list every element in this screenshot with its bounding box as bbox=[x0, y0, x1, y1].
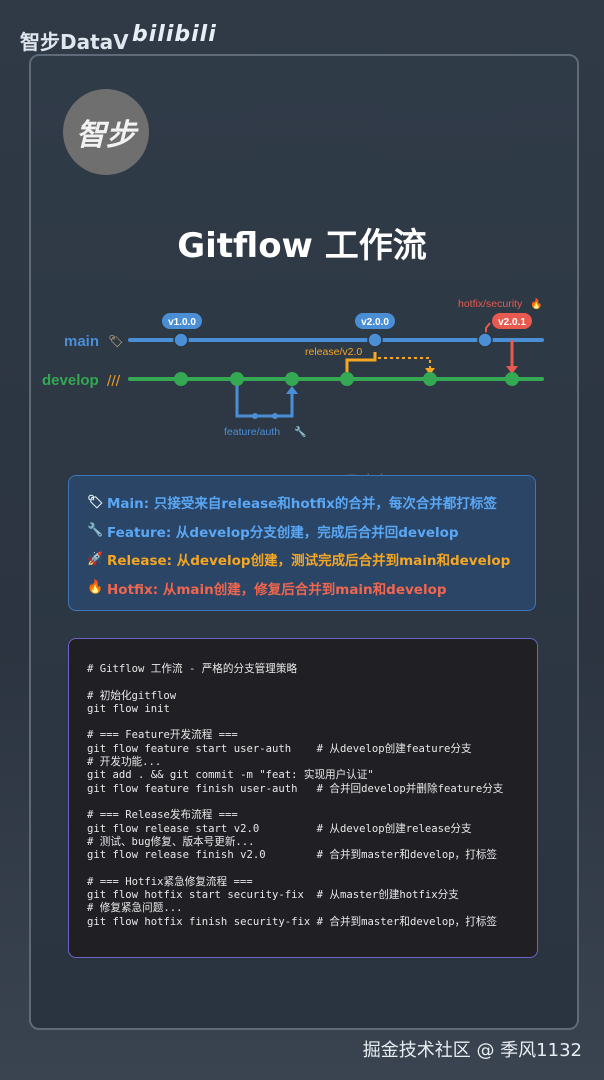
code-line: git flow feature finish user-auth # 合并回d… bbox=[87, 782, 504, 795]
code-line: git add . && git commit -m "feat: 实现用户认证… bbox=[87, 769, 374, 782]
main-commit bbox=[367, 332, 383, 348]
feature-dot bbox=[252, 413, 258, 419]
hotfix-arrow bbox=[506, 366, 518, 374]
feature-branch-path bbox=[235, 379, 294, 418]
fire-icon: 🔥 bbox=[87, 580, 104, 596]
code-line: # === Hotfix紧急修复流程 === bbox=[87, 875, 253, 888]
legend-panel: 🏷Main: 只接受来自release和hotfix的合并，每次合并都打标签🔧F… bbox=[68, 475, 536, 611]
main-commit bbox=[173, 332, 189, 348]
legend-text: Release: 从develop创建，测试完成后合并到main和develop bbox=[107, 553, 511, 570]
develop-commit bbox=[285, 372, 299, 386]
code-line: # Gitflow 工作流 - 严格的分支管理策略 bbox=[87, 663, 298, 675]
logo-badge: 智步 bbox=[63, 89, 149, 175]
release-label: release/v2.0 bbox=[305, 346, 362, 358]
code-line: # 修复紧急问题... bbox=[87, 902, 183, 915]
tag-icon: 🏷 bbox=[87, 494, 104, 510]
code-line bbox=[87, 862, 519, 875]
code-line: git flow init bbox=[87, 702, 170, 715]
develop-commit bbox=[230, 372, 244, 386]
feature-arrow bbox=[286, 386, 298, 394]
feature-label: feature/auth bbox=[224, 426, 280, 438]
develop-commit bbox=[505, 372, 519, 386]
main-label: main bbox=[64, 333, 99, 350]
develop-commit bbox=[423, 372, 437, 386]
main-tag-icon: 🏷 bbox=[108, 334, 123, 348]
logo-text: 智步 bbox=[76, 118, 136, 153]
code-line: git flow hotfix start security-fix # 从ma… bbox=[87, 889, 459, 902]
legend-item: 🔧Feature: 从develop分支创建，完成后合并回develop bbox=[87, 517, 517, 546]
develop-commit bbox=[174, 372, 188, 386]
fire-icon: 🔥 bbox=[530, 297, 542, 310]
tag-v100-bg bbox=[162, 313, 202, 329]
legend-text: Hotfix: 从main创建，修复后合并到main和develop bbox=[107, 581, 447, 598]
tag-v200-bg bbox=[355, 313, 395, 329]
code-line: # === Release发布流程 === bbox=[87, 809, 238, 822]
code-line: git flow release finish v2.0 # 合并到master… bbox=[87, 849, 498, 862]
release-merge-dashed bbox=[378, 357, 431, 370]
brand-header: 智步DataV bbox=[20, 30, 129, 54]
wrench-icon: 🔧 bbox=[294, 425, 306, 438]
develop-icon: /// bbox=[107, 374, 121, 389]
tag-v200: v2.0.0 bbox=[361, 317, 389, 328]
code-line bbox=[87, 676, 519, 689]
release-branch-path bbox=[345, 352, 377, 374]
tag-v201-bg bbox=[492, 313, 532, 329]
legend-item: 🏷Main: 只接受来自release和hotfix的合并，每次合并都打标签 bbox=[87, 488, 517, 517]
code-line: # 初始化gitflow bbox=[87, 689, 177, 702]
legend-text: Feature: 从develop分支创建，完成后合并回develop bbox=[107, 524, 459, 541]
release-arrow bbox=[425, 368, 435, 375]
gitflow-diagram: v1.0.0 v2.0.0 v2.0.1 main 🏷 develop /// … bbox=[42, 297, 544, 438]
legend-item: 🚀Release: 从develop创建，测试完成后合并到main和develo… bbox=[87, 545, 517, 574]
develop-label: develop bbox=[42, 372, 99, 389]
code-line bbox=[87, 796, 519, 809]
footer-credit: 掘金技术社区 @ 季风1132 bbox=[362, 1040, 582, 1061]
feature-dot bbox=[272, 413, 278, 419]
legend-item: 🔥Hotfix: 从main创建，修复后合并到main和develop bbox=[87, 574, 517, 603]
tag-v201: v2.0.1 bbox=[498, 317, 526, 328]
code-line: # 测试、bug修复、版本号更新... bbox=[87, 835, 255, 848]
code-line: git flow release start v2.0 # 从develop创建… bbox=[87, 822, 472, 835]
code-line bbox=[87, 716, 519, 729]
code-line: git flow feature start user-auth # 从deve… bbox=[87, 742, 472, 755]
code-line: git flow hotfix finish security-fix # 合并… bbox=[87, 915, 498, 928]
bilibili-logo: bilibili bbox=[132, 22, 217, 47]
code-line: # === Feature开发流程 === bbox=[87, 729, 238, 742]
main-commit bbox=[477, 332, 493, 348]
develop-commit bbox=[340, 372, 354, 386]
rocket-icon: 🚀 bbox=[87, 551, 104, 567]
wrench-icon: 🔧 bbox=[87, 523, 104, 539]
hotfix-label: hotfix/security bbox=[458, 298, 523, 310]
tag-v100: v1.0.0 bbox=[168, 317, 196, 328]
page-title: Gitflow 工作流 bbox=[177, 226, 427, 266]
legend-text: Main: 只接受来自release和hotfix的合并，每次合并都打标签 bbox=[107, 496, 497, 513]
code-line: # 开发功能... bbox=[87, 756, 162, 769]
